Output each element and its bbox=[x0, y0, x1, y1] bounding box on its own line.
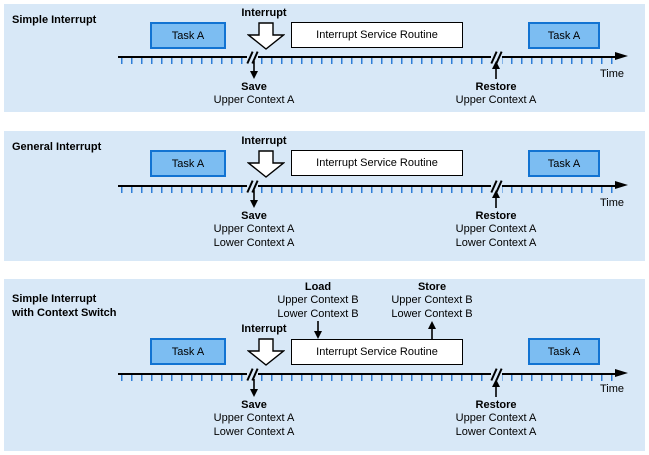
panel-general-interrupt: General Interrupt Task A Interrupt Inter… bbox=[4, 131, 645, 261]
task-a-box-left: Task A bbox=[150, 22, 226, 49]
save-event: Save Upper Context A Lower Context A bbox=[192, 190, 316, 250]
store-context-line2: Lower Context B bbox=[391, 307, 473, 320]
load-context-line2: Lower Context B bbox=[277, 307, 359, 320]
timeline-break-icon bbox=[247, 179, 258, 193]
save-label: Save bbox=[241, 81, 267, 93]
restore-context-line1: Upper Context A bbox=[455, 94, 537, 106]
save-context-line1: Upper Context A bbox=[213, 94, 295, 106]
restore-context-line2: Lower Context A bbox=[455, 236, 537, 249]
down-arrow-icon bbox=[250, 190, 258, 208]
save-label: Save bbox=[241, 399, 267, 411]
save-context-line1: Upper Context A bbox=[213, 223, 295, 235]
save-event: Save Upper Context A Lower Context A bbox=[192, 379, 316, 439]
timeline-arrowhead-icon bbox=[615, 52, 628, 61]
restore-label: Restore bbox=[475, 81, 517, 93]
restore-context-line1: Upper Context A bbox=[455, 412, 537, 424]
task-a-box-right: Task A bbox=[528, 22, 600, 49]
save-event: Save Upper Context A bbox=[192, 61, 316, 108]
down-arrow-icon bbox=[314, 321, 322, 339]
restore-event: Restore Upper Context A Lower Context A bbox=[434, 190, 558, 250]
timeline-ticks bbox=[121, 187, 613, 193]
timeline-arrowhead-icon bbox=[615, 369, 628, 378]
up-arrow-icon bbox=[492, 61, 500, 79]
save-label: Save bbox=[241, 210, 267, 222]
timeline-break-icon bbox=[247, 50, 258, 64]
up-arrow-icon bbox=[428, 321, 436, 339]
store-label: Store bbox=[417, 281, 447, 293]
save-context-line2: Lower Context A bbox=[213, 236, 295, 249]
store-context-line1: Upper Context B bbox=[391, 294, 473, 306]
timeline bbox=[118, 50, 628, 68]
task-a-box-right: Task A bbox=[528, 338, 600, 365]
timeline-ticks bbox=[121, 58, 613, 64]
timeline-break-icon bbox=[247, 367, 258, 381]
save-context-line2: Lower Context A bbox=[213, 425, 295, 438]
isr-box: Interrupt Service Routine bbox=[291, 150, 463, 176]
panel-title: Simple Interrupt bbox=[12, 13, 96, 27]
task-a-box-left: Task A bbox=[150, 150, 226, 177]
timeline-arrowhead-icon bbox=[615, 181, 628, 190]
timeline-axis bbox=[118, 184, 615, 187]
save-context-line1: Upper Context A bbox=[213, 412, 295, 424]
interrupt-label: Interrupt bbox=[241, 323, 287, 335]
interrupt-block-arrow-icon bbox=[247, 150, 285, 178]
load-context-line1: Upper Context B bbox=[277, 294, 359, 306]
up-arrow-icon bbox=[492, 190, 500, 208]
down-arrow-icon bbox=[250, 61, 258, 79]
panel-title: Simple Interrupt with Context Switch bbox=[12, 292, 117, 320]
isr-box: Interrupt Service Routine bbox=[291, 339, 463, 365]
timeline-break-icon bbox=[491, 179, 502, 193]
panel-title-line1: Simple Interrupt bbox=[12, 293, 97, 305]
time-axis-label: Time bbox=[599, 197, 624, 209]
time-axis-label: Time bbox=[599, 383, 624, 395]
interrupt-label: Interrupt bbox=[241, 7, 287, 19]
timeline-break-icon bbox=[491, 50, 502, 64]
interrupt-label: Interrupt bbox=[241, 135, 287, 147]
panel-title-line2: with Context Switch bbox=[12, 307, 117, 319]
restore-context-line1: Upper Context A bbox=[455, 223, 537, 235]
timeline-ticks bbox=[121, 375, 613, 381]
restore-label: Restore bbox=[475, 399, 517, 411]
panel-title: General Interrupt bbox=[12, 140, 101, 154]
isr-box: Interrupt Service Routine bbox=[291, 22, 463, 48]
panel-simple-interrupt-context-switch: Simple Interrupt with Context Switch Loa… bbox=[4, 279, 645, 451]
up-arrow-icon bbox=[492, 379, 500, 397]
down-arrow-icon bbox=[250, 379, 258, 397]
timeline bbox=[118, 179, 628, 197]
restore-event: Restore Upper Context A Lower Context A bbox=[434, 379, 558, 439]
restore-label: Restore bbox=[475, 210, 517, 222]
task-a-box-right: Task A bbox=[528, 150, 600, 177]
interrupt-block-arrow-icon bbox=[247, 338, 285, 366]
timeline bbox=[118, 367, 628, 385]
panel-title-line1: Simple Interrupt bbox=[12, 14, 97, 26]
restore-context-line2: Lower Context A bbox=[455, 425, 537, 438]
task-a-box-left: Task A bbox=[150, 338, 226, 365]
panel-title-line1: General Interrupt bbox=[12, 141, 102, 153]
timeline-axis bbox=[118, 55, 615, 58]
timeline-break-icon bbox=[491, 367, 502, 381]
load-label: Load bbox=[304, 281, 332, 293]
interrupt-block-arrow-icon bbox=[247, 22, 285, 50]
time-axis-label: Time bbox=[599, 68, 624, 80]
load-event: Load Upper Context B Lower Context B bbox=[256, 281, 380, 339]
store-event: Store Upper Context B Lower Context B bbox=[370, 281, 494, 339]
restore-event: Restore Upper Context A bbox=[434, 61, 558, 108]
timeline-axis bbox=[118, 372, 615, 375]
panel-simple-interrupt: Simple Interrupt Task A Interrupt Interr… bbox=[4, 4, 645, 112]
